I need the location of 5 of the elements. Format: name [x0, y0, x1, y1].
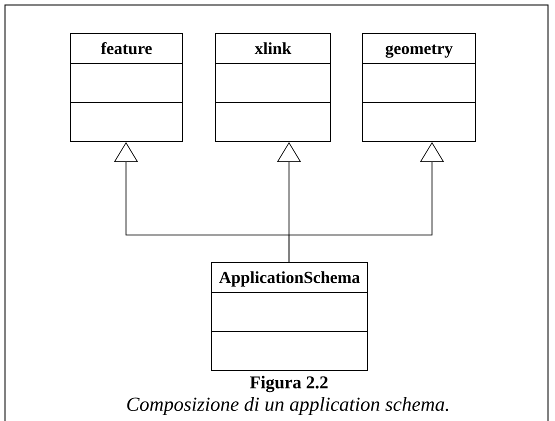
class-box: geometry — [362, 33, 476, 142]
class-box: xlink — [215, 33, 331, 142]
caption: Composizione di un application schema. — [127, 396, 448, 416]
class-box: feature — [70, 33, 183, 142]
class-box: ApplicationSchema — [211, 262, 368, 371]
